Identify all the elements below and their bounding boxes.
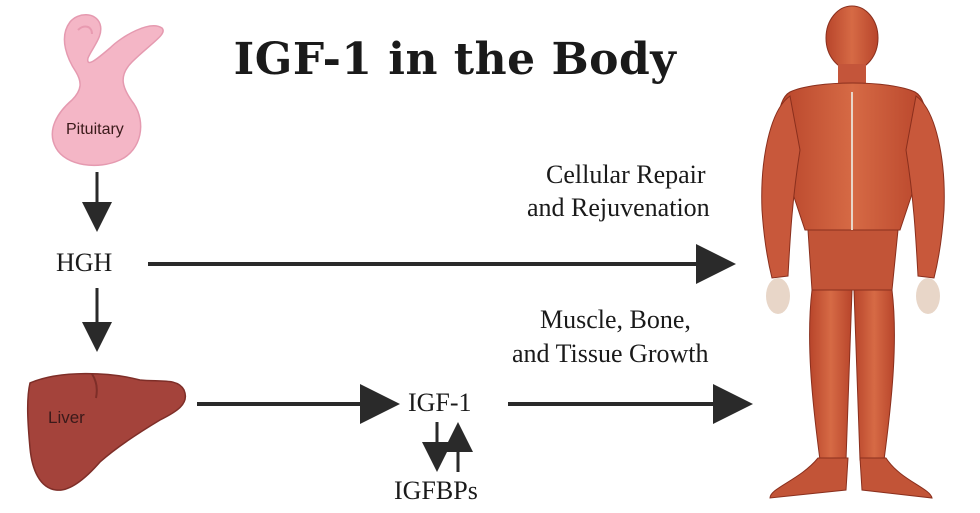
effect-growth-line1: Muscle, Bone, xyxy=(540,305,691,334)
hgh-label: HGH xyxy=(56,248,113,277)
igf1-label: IGF-1 xyxy=(408,388,472,417)
effect-growth-line2: and Tissue Growth xyxy=(512,339,709,368)
effect-repair-line2: and Rejuvenation xyxy=(527,193,710,222)
muscular-body-icon xyxy=(761,5,945,499)
pituitary-gland-icon xyxy=(51,14,164,167)
liver-icon xyxy=(26,372,187,491)
liver-label: Liver xyxy=(48,408,85,427)
effect-repair-line1: Cellular Repair xyxy=(546,160,706,189)
page-title: IGF-1 in the Body xyxy=(233,34,677,85)
igfbps-label: IGFBPs xyxy=(394,476,478,505)
pituitary-label: Pituitary xyxy=(66,121,124,138)
